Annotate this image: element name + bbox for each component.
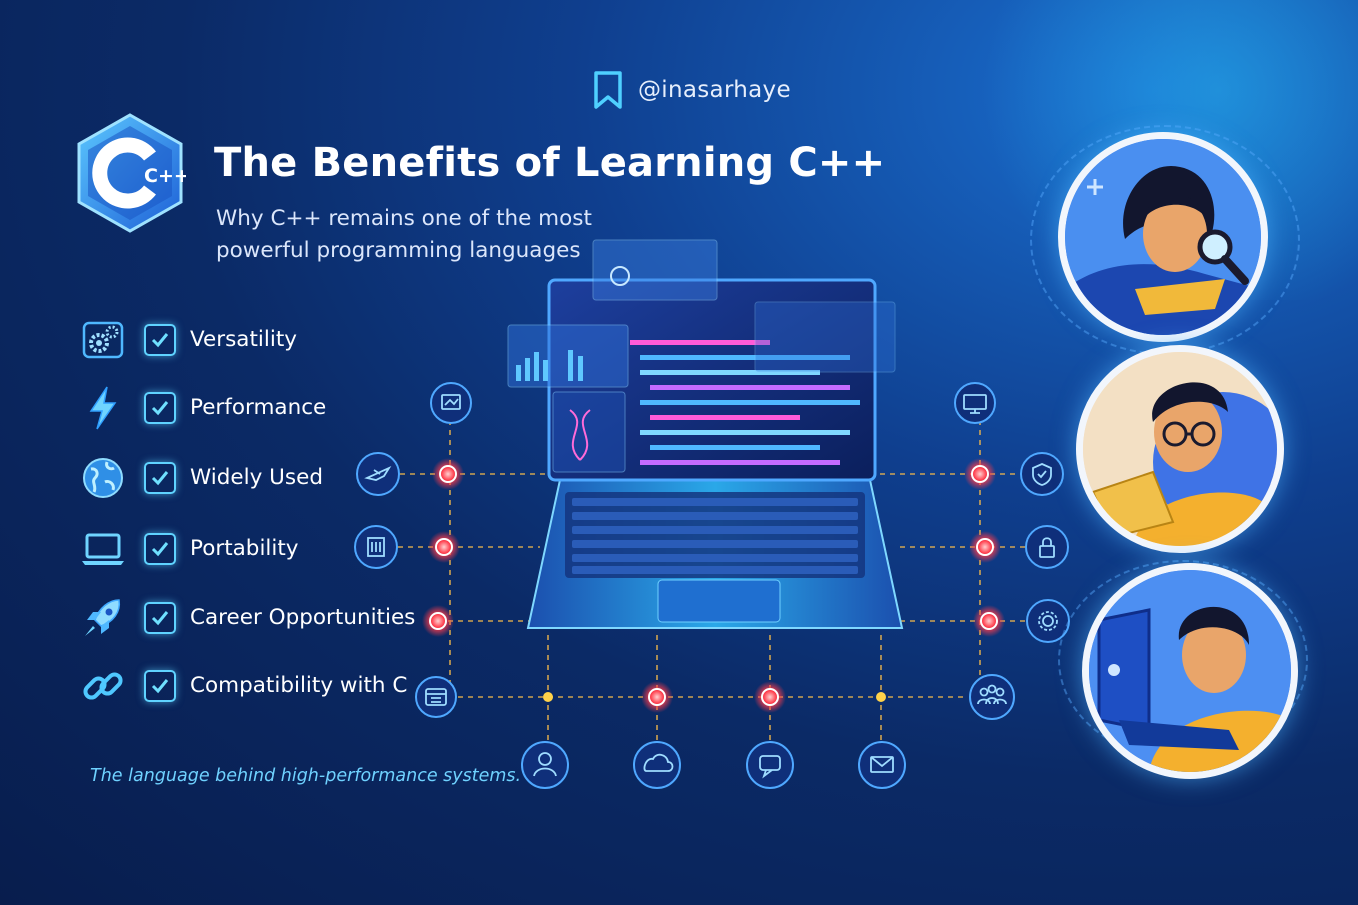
benefit-item-performance: Performance [80, 383, 440, 433]
calendar-icon [415, 676, 457, 718]
checkbox [144, 533, 176, 565]
benefit-label: Widely Used [190, 465, 323, 490]
checkbox [144, 392, 176, 424]
gears-icon [80, 317, 126, 363]
benefit-label: Career Opportunities [190, 605, 416, 630]
checkbox [144, 602, 176, 634]
laptop-icon [80, 526, 126, 572]
handle-text: @inasarhaye [638, 77, 791, 103]
bookmark-icon [594, 71, 622, 109]
benefit-item-portability: Portability [80, 524, 440, 574]
link-icon [80, 663, 126, 709]
logo-text: C++ [144, 165, 186, 187]
chat-icon [746, 741, 794, 789]
cloud-icon [633, 741, 681, 789]
avatar-boy-laptop [1082, 563, 1298, 779]
benefit-item-compatibility: Compatibility with C [80, 661, 440, 711]
avatar-woman-magnifier [1058, 132, 1268, 342]
benefit-label: Compatibility with C [190, 673, 408, 698]
shield-icon [1020, 452, 1064, 496]
lightning-icon [80, 385, 126, 431]
monitor-icon [954, 382, 996, 424]
circuit-nodes [422, 458, 1005, 713]
rocket-icon [80, 595, 126, 641]
page-subtitle: Why C++ remains one of the most powerful… [216, 206, 592, 263]
page-title: The Benefits of Learning C++ [214, 140, 886, 186]
tagline: The language behind high-performance sys… [90, 766, 522, 786]
author-handle: @inasarhaye [592, 70, 791, 110]
benefit-label: Portability [190, 536, 299, 561]
checkbox [144, 324, 176, 356]
benefit-item-career: Career Opportunities [80, 593, 440, 643]
airplane-icon [356, 452, 400, 496]
chart-icon [430, 382, 472, 424]
benefit-label: Versatility [190, 327, 297, 352]
group-icon [969, 674, 1015, 720]
benefit-item-widely-used: Widely Used [80, 453, 440, 503]
globe-icon [80, 455, 126, 501]
benefit-label: Performance [190, 395, 327, 420]
avatar-man-book [1076, 345, 1284, 553]
laptop-illustration [507, 239, 904, 629]
checkbox [144, 462, 176, 494]
lock-icon [1025, 525, 1069, 569]
checkbox [144, 670, 176, 702]
benefit-item-versatility: Versatility [80, 315, 440, 365]
cpp-hexagon-logo: C++ [77, 113, 186, 233]
